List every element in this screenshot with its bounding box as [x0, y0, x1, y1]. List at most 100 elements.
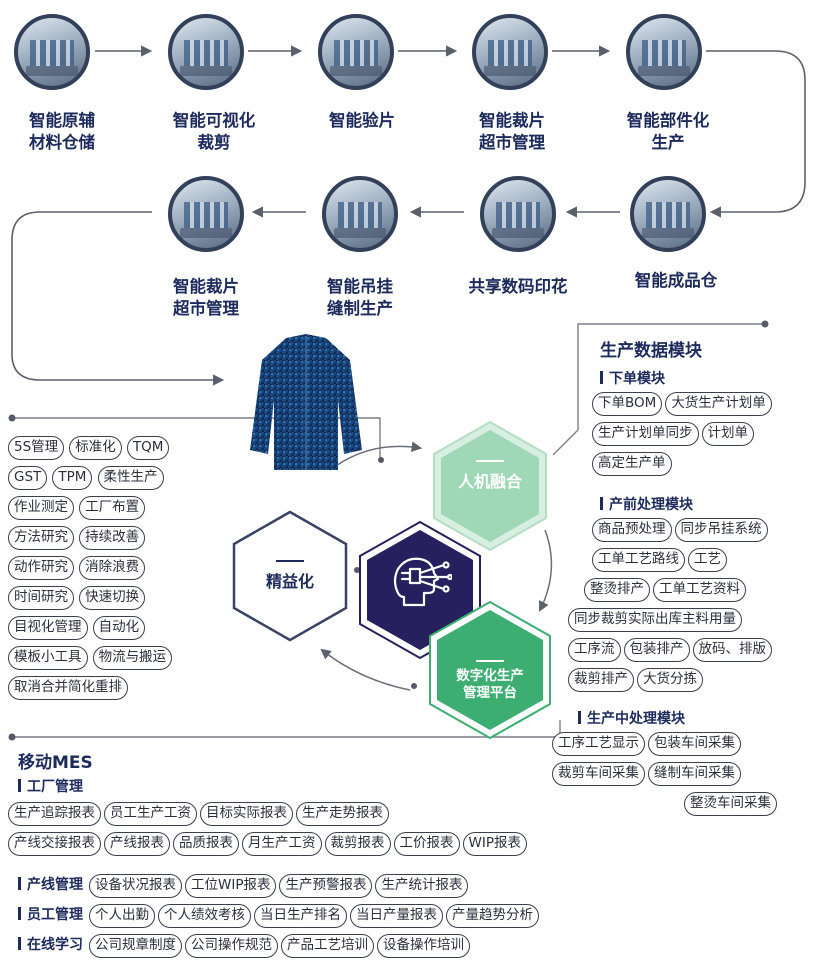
tag: 大货分拣 — [637, 668, 703, 692]
tag-row: 取消合并简化重排 — [8, 676, 238, 706]
tag: 放码、排版 — [692, 638, 772, 662]
tag: 工单工艺资料 — [653, 578, 746, 602]
tag: 生产走势报表 — [296, 802, 389, 826]
tag: 设备操作培训 — [377, 934, 470, 958]
tag: WIP报表 — [462, 832, 527, 856]
tag: 产品工艺培训 — [281, 934, 374, 958]
tag: 下单BOM — [592, 392, 663, 416]
photo-visual-cutting — [168, 14, 244, 90]
tag: 裁剪排产 — [568, 668, 634, 692]
tag: 包装车间采集 — [648, 732, 741, 756]
tag-row: 工单工艺路线工艺 — [592, 548, 730, 578]
left-tag-list: 5S管理 标准化 TQM GST TPM 柔性生产 作业测定 工厂布置 方法研究… — [8, 436, 238, 706]
tag: 员工生产工资 — [104, 802, 197, 826]
production-data-title: 生产数据模块 — [600, 341, 702, 361]
tag: TPM — [52, 466, 93, 490]
photo-finished-warehouse — [630, 176, 706, 252]
tag: 取消合并简化重排 — [8, 676, 128, 700]
tag-row: 生产追踪报表员工生产工资目标实际报表生产走势报表 — [8, 802, 392, 832]
garment-image — [250, 334, 362, 470]
tag-row: 方法研究 持续改善 — [8, 526, 238, 556]
flow-arrow — [11, 211, 225, 386]
photo-hanging-sewing — [322, 176, 398, 252]
tag: 公司操作规范 — [185, 934, 278, 958]
tag: 标准化 — [69, 436, 122, 460]
tag-row: 工序工艺显示包装车间采集 — [552, 732, 744, 762]
tag: 设备状况报表 — [89, 874, 182, 898]
factory-management-title: 工厂管理 — [18, 776, 83, 796]
tag: 产线交接报表 — [8, 832, 101, 856]
tag: 裁剪车间采集 — [552, 762, 645, 786]
line-management-row: 产线管理设备状况报表工位WIP报表生产预警报表生产统计报表 — [18, 874, 471, 904]
online-learning-row: 在线学习公司规章制度公司操作规范产品工艺培训设备操作培训 — [18, 934, 473, 964]
tag: 目标实际报表 — [200, 802, 293, 826]
tag: 时间研究 — [8, 586, 74, 610]
hex-label-digital: 数字化生产 管理平台 — [440, 660, 540, 702]
hex-label-lean: 精益化 — [240, 560, 340, 592]
photo-cut-piece-market-2 — [168, 176, 244, 252]
hex-lean — [232, 510, 348, 642]
step-label: 智能成品仓 — [634, 271, 718, 290]
order-module-title: 下单模块 — [600, 368, 665, 388]
tag: 高定生产单 — [592, 452, 672, 476]
tag-row: 目视化管理 自动化 — [8, 616, 238, 646]
mobile-mes-title: 移动MES — [18, 753, 93, 773]
hexagon-diagram — [232, 420, 551, 740]
tag-row: 时间研究 快速切换 — [8, 586, 238, 616]
tag: 工序流 — [568, 638, 621, 662]
tag: 快速切换 — [79, 586, 146, 610]
tag-row: 同步裁剪实际出库主料用量 — [568, 608, 745, 638]
tag: 方法研究 — [8, 526, 74, 550]
tag: 整烫排产 — [584, 578, 650, 602]
tag: 公司规章制度 — [89, 934, 182, 958]
tag-row: 模板小工具 物流与搬运 — [8, 646, 238, 676]
tag: 物流与搬运 — [92, 646, 173, 670]
tag: 大货生产计划单 — [665, 392, 772, 416]
tag: 当日生产排名 — [254, 904, 347, 928]
tag: 品质报表 — [173, 832, 239, 856]
tag: 同步裁剪实际出库主料用量 — [568, 608, 742, 632]
tag-row: GST TPM 柔性生产 — [8, 466, 238, 496]
step-label: 智能裁片 超市管理 — [173, 277, 239, 318]
online-learning-title: 在线学习 — [27, 937, 83, 953]
tag: 生产计划单同步 — [592, 422, 699, 446]
photo-digital-printing — [480, 176, 556, 252]
photo-piece-inspection — [318, 14, 394, 90]
hex-label-human-machine: 人机融合 — [440, 460, 540, 492]
tag: TQM — [126, 436, 170, 460]
tag: 目视化管理 — [8, 616, 88, 640]
photo-cut-piece-market — [472, 14, 548, 90]
tag-row: 工序流包装排产放码、排版 — [568, 638, 775, 668]
tag: 月生产工资 — [242, 832, 322, 856]
tag: 作业测定 — [8, 496, 74, 520]
tag: GST — [8, 466, 48, 490]
tag: 持续改善 — [79, 526, 146, 550]
tag: 缝制车间采集 — [648, 762, 741, 786]
tag: 个人绩效考核 — [158, 904, 251, 928]
tag: 5S管理 — [8, 436, 65, 460]
tag: 动作研究 — [8, 556, 74, 580]
brain-circuit-icon — [393, 557, 452, 607]
tag: 包装排产 — [623, 638, 690, 662]
tag: 工价报表 — [393, 832, 460, 856]
tag: 自动化 — [92, 616, 146, 640]
tag: 个人出勤 — [89, 904, 155, 928]
tag: 工序工艺显示 — [552, 732, 645, 756]
step-label: 智能验片 — [329, 111, 395, 130]
tag: 商品预处理 — [592, 518, 672, 542]
tag-row: 商品预处理同步吊挂系统 — [592, 518, 771, 548]
tag-row: 动作研究 消除浪费 — [8, 556, 238, 586]
tag-row: 高定生产单 — [592, 452, 675, 482]
tag: 整烫车间采集 — [684, 792, 777, 816]
staff-management-title: 员工管理 — [27, 907, 83, 923]
tag: 工单工艺路线 — [592, 548, 685, 572]
tag-row: 作业测定 工厂布置 — [8, 496, 238, 526]
tag-row: 生产计划单同步计划单 — [592, 422, 757, 452]
staff-management-row: 员工管理个人出勤个人绩效考核当日生产排名当日产量报表产量趋势分析 — [18, 904, 542, 934]
mid-module-title: 生产中处理模块 — [578, 708, 685, 728]
step-label: 智能裁片 超市管理 — [479, 111, 545, 152]
tag-row: 裁剪排产大货分拣 — [568, 668, 706, 698]
tag: 工厂布置 — [79, 496, 146, 520]
